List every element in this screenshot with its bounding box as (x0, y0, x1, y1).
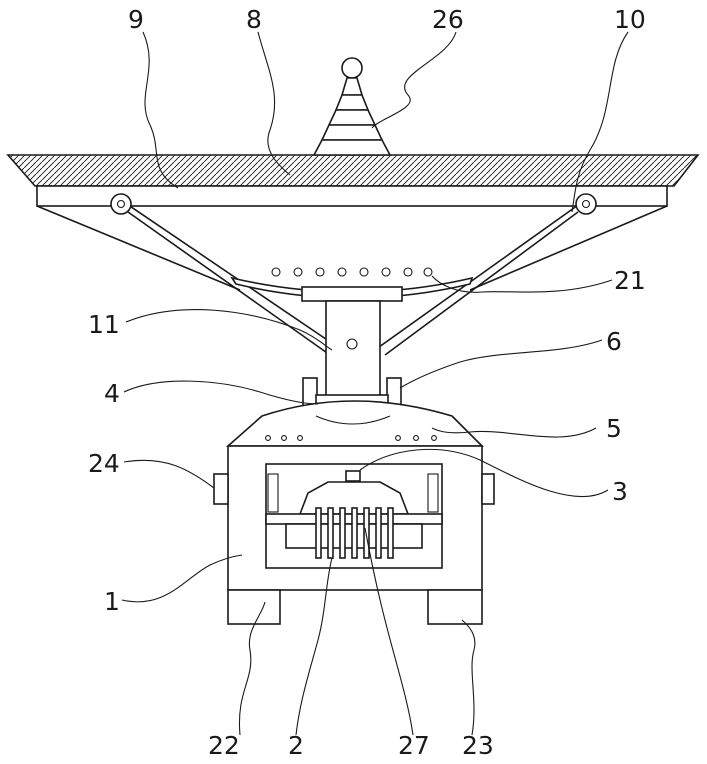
label-11: 11 (88, 310, 120, 339)
left-side-handle (214, 474, 228, 504)
right-side-handle (482, 474, 494, 504)
label-9: 9 (128, 5, 144, 34)
canopy-hatched-top (8, 155, 698, 186)
inner-chamber (266, 464, 442, 568)
right-hinge-pin (576, 194, 596, 214)
label-6: 6 (606, 327, 622, 356)
label-1: 1 (104, 587, 120, 616)
label-27: 27 (398, 731, 430, 760)
central-column (302, 287, 402, 410)
left-hinge-pin (111, 194, 131, 214)
feet (228, 590, 482, 624)
nozzle-row (272, 268, 432, 276)
label-2: 2 (288, 731, 304, 760)
label-5: 5 (606, 414, 622, 443)
canopy-assembly (8, 58, 698, 206)
left-foot (228, 590, 280, 624)
label-8: 8 (246, 5, 262, 34)
label-23: 23 (462, 731, 494, 760)
label-3: 3 (612, 477, 628, 506)
cooling-fins (316, 508, 393, 558)
top-finial (314, 58, 390, 155)
label-24: 24 (88, 449, 120, 478)
right-foot (428, 590, 482, 624)
label-10: 10 (614, 5, 646, 34)
label-21: 21 (614, 266, 646, 295)
support-column (326, 301, 380, 405)
label-4: 4 (104, 379, 120, 408)
label-26: 26 (432, 5, 464, 34)
label-22: 22 (208, 731, 240, 760)
